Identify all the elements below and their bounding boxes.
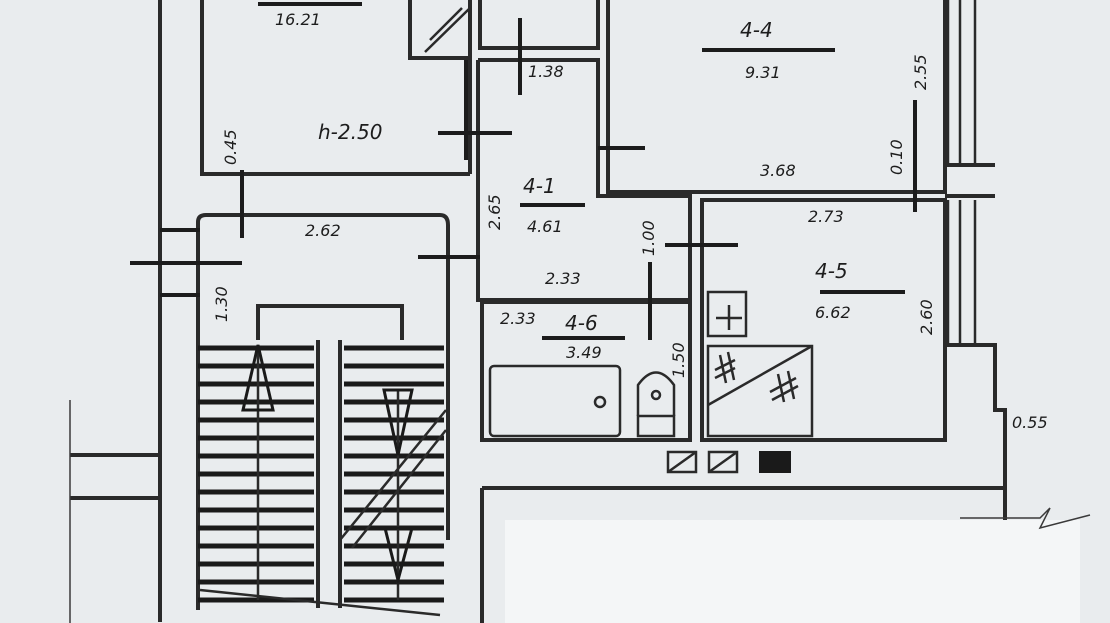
labels: 16.21 4-4 9.31 4-1 4.61 4-5 6.62 4-6 3.4… xyxy=(212,10,1048,432)
dim-2-73: 2.73 xyxy=(808,207,844,226)
dim-1-00: 1.00 xyxy=(639,220,658,256)
sink-icon xyxy=(706,290,748,338)
wall-closet-top xyxy=(478,0,600,50)
radiator-icon xyxy=(666,450,791,474)
room-4-4-label: 4-4 xyxy=(740,18,773,42)
area-top-left: 16.21 xyxy=(275,10,321,29)
blank-paper-area xyxy=(505,520,1080,623)
bathtub-icon xyxy=(488,364,622,438)
window-right-mid xyxy=(946,200,977,345)
ceiling-height-label: h-2.50 xyxy=(318,120,382,144)
stair-treads-left xyxy=(198,345,314,603)
toilet-icon xyxy=(636,371,676,438)
wall-lower-top xyxy=(482,486,1007,520)
wall-break-bottom-right xyxy=(960,507,1091,530)
room-4-4-area: 9.31 xyxy=(745,63,781,82)
room-4-1-area: 4.61 xyxy=(527,217,563,236)
dim-2-33-lower: 2.33 xyxy=(500,309,536,328)
wall-stair-hall xyxy=(196,213,450,540)
stair-down-arrow-icon xyxy=(382,388,414,600)
kitchen-stove-icon xyxy=(706,344,814,438)
room-4-6-area: 3.49 xyxy=(566,343,602,362)
dim-0-45: 0.45 xyxy=(221,129,240,165)
wall-right-outer xyxy=(945,343,1007,500)
dim-1-38: 1.38 xyxy=(528,62,564,81)
wall-room-4-5 xyxy=(700,198,947,442)
room-4-6-label: 4-6 xyxy=(565,311,598,335)
dim-2-55: 2.55 xyxy=(911,54,930,90)
window-right-top xyxy=(946,0,977,165)
dim-1-30: 1.30 xyxy=(212,286,231,322)
outer-wall-left-stub xyxy=(70,453,160,500)
wall-room-4-1-right xyxy=(478,58,692,300)
dim-2-60: 2.60 xyxy=(917,299,936,335)
dim-1-50: 1.50 xyxy=(669,342,688,378)
dim-2-33-upper: 2.33 xyxy=(545,269,581,288)
stair-curve-bottom xyxy=(199,588,441,617)
wall-room-4-6 xyxy=(480,300,692,442)
stair-up-arrow-icon xyxy=(241,344,275,600)
wall-room-4-4 xyxy=(606,0,947,194)
dim-0-10: 0.10 xyxy=(887,139,906,175)
wall-stair-landing xyxy=(256,304,404,340)
room-4-1-label: 4-1 xyxy=(523,174,556,198)
door-swing-top xyxy=(424,7,471,53)
room-4-5-label: 4-5 xyxy=(815,259,848,283)
room-4-5-area: 6.62 xyxy=(815,303,851,322)
wall-room-top-left xyxy=(200,0,470,176)
dim-3-68: 3.68 xyxy=(760,161,796,180)
dim-2-65: 2.65 xyxy=(485,194,504,230)
wall-window-sill xyxy=(945,163,995,198)
tick-1-30 xyxy=(160,228,200,297)
dim-0-55: 0.55 xyxy=(1012,413,1048,432)
wall-door-top xyxy=(408,0,470,60)
dimension-ticks xyxy=(130,2,917,340)
dim-2-62: 2.62 xyxy=(305,221,341,240)
